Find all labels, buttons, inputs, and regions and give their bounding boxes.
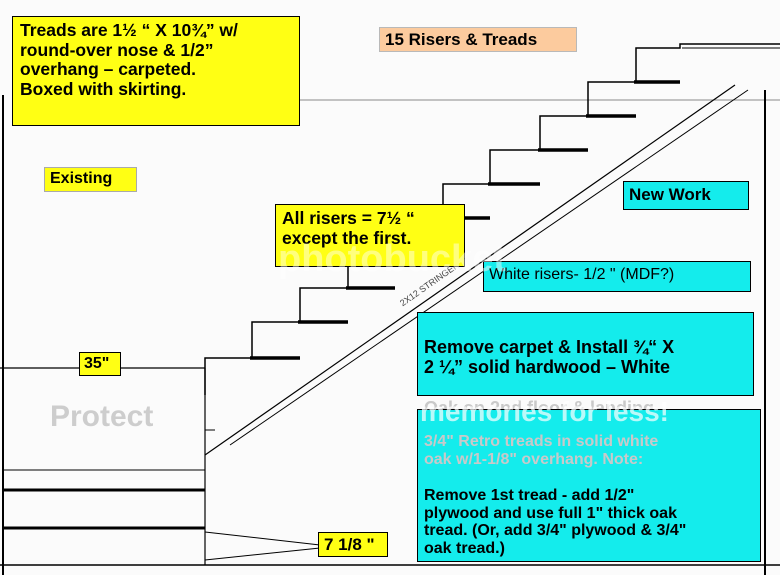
- retro-treads-line2: Remove 1st tread - add 1/2" plywood and …: [424, 486, 687, 558]
- dimension-7-1-8-label: 7 1/8 ": [318, 532, 388, 557]
- existing-label: Existing: [44, 167, 137, 192]
- carpet-removal-line1: Remove carpet & Install ¾“ X 2 ¼” solid …: [424, 337, 675, 378]
- dim-arrow-1: [204, 531, 321, 546]
- white-risers-note: White risers- 1/2 " (MDF?): [483, 261, 751, 292]
- stair-profile: [204, 43, 780, 395]
- retro-treads-note: 3/4" Retro treads in solid white oak w/1…: [417, 409, 761, 562]
- dimension-35-label: 35": [79, 352, 121, 376]
- tread-edges: [250, 80, 680, 360]
- dim-arrow-2: [204, 547, 321, 561]
- new-work-label: New Work: [623, 181, 749, 210]
- treads-spec-note: Treads are 1½ “ X 10¾” w/ round-over nos…: [12, 16, 300, 126]
- risers-count-note: 15 Risers & Treads: [379, 27, 577, 52]
- retro-treads-line1: 3/4" Retro treads in solid white oak w/1…: [424, 432, 659, 468]
- risers-height-note: All risers = 7½ “ except the first.: [275, 204, 465, 267]
- stringer-line-top: [204, 84, 736, 456]
- carpet-removal-note: Remove carpet & Install ¾“ X 2 ¼” solid …: [417, 312, 754, 418]
